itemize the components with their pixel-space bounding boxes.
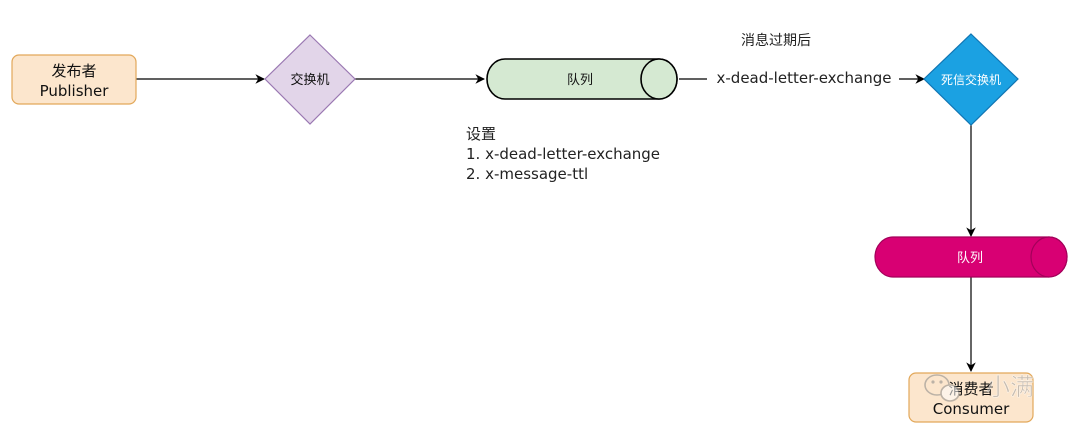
dlx-edge-label-bg — [707, 66, 899, 88]
consumer-label-en: Consumer — [933, 400, 1010, 418]
wechat-icon — [924, 374, 960, 402]
queue-node[interactable]: 队列 — [486, 58, 678, 100]
publisher-label-en: Publisher — [40, 82, 110, 100]
dlx-edge-label: x-dead-letter-exchange — [717, 69, 892, 87]
dead-letter-queue-node[interactable]: 队列 — [874, 236, 1068, 278]
queue-label: 队列 — [567, 73, 593, 88]
exchange-node[interactable]: 交换机 — [264, 34, 356, 125]
settings-note-line1: 1. x-dead-letter-exchange — [466, 145, 660, 163]
settings-note-title: 设置 — [466, 125, 496, 143]
publisher-label-cn: 发布者 — [51, 62, 96, 80]
settings-note: 设置 1. x-dead-letter-exchange 2. x-messag… — [466, 125, 660, 183]
watermark-text: 小满 — [986, 373, 1034, 401]
publisher-node[interactable]: 发布者 Publisher — [11, 54, 137, 105]
expire-label: 消息过期后 — [741, 32, 811, 49]
dead-letter-queue-label: 队列 — [957, 251, 983, 266]
exchange-label: 交换机 — [290, 72, 329, 88]
watermark: 小满 — [924, 373, 1034, 402]
consumer-node[interactable]: 消费者 Consumer — [908, 372, 1034, 423]
settings-note-line2: 2. x-message-ttl — [466, 165, 588, 183]
dead-letter-exchange-label: 死信交换机 — [941, 72, 1001, 87]
dead-letter-exchange-node[interactable]: 死信交换机 — [923, 33, 1019, 126]
